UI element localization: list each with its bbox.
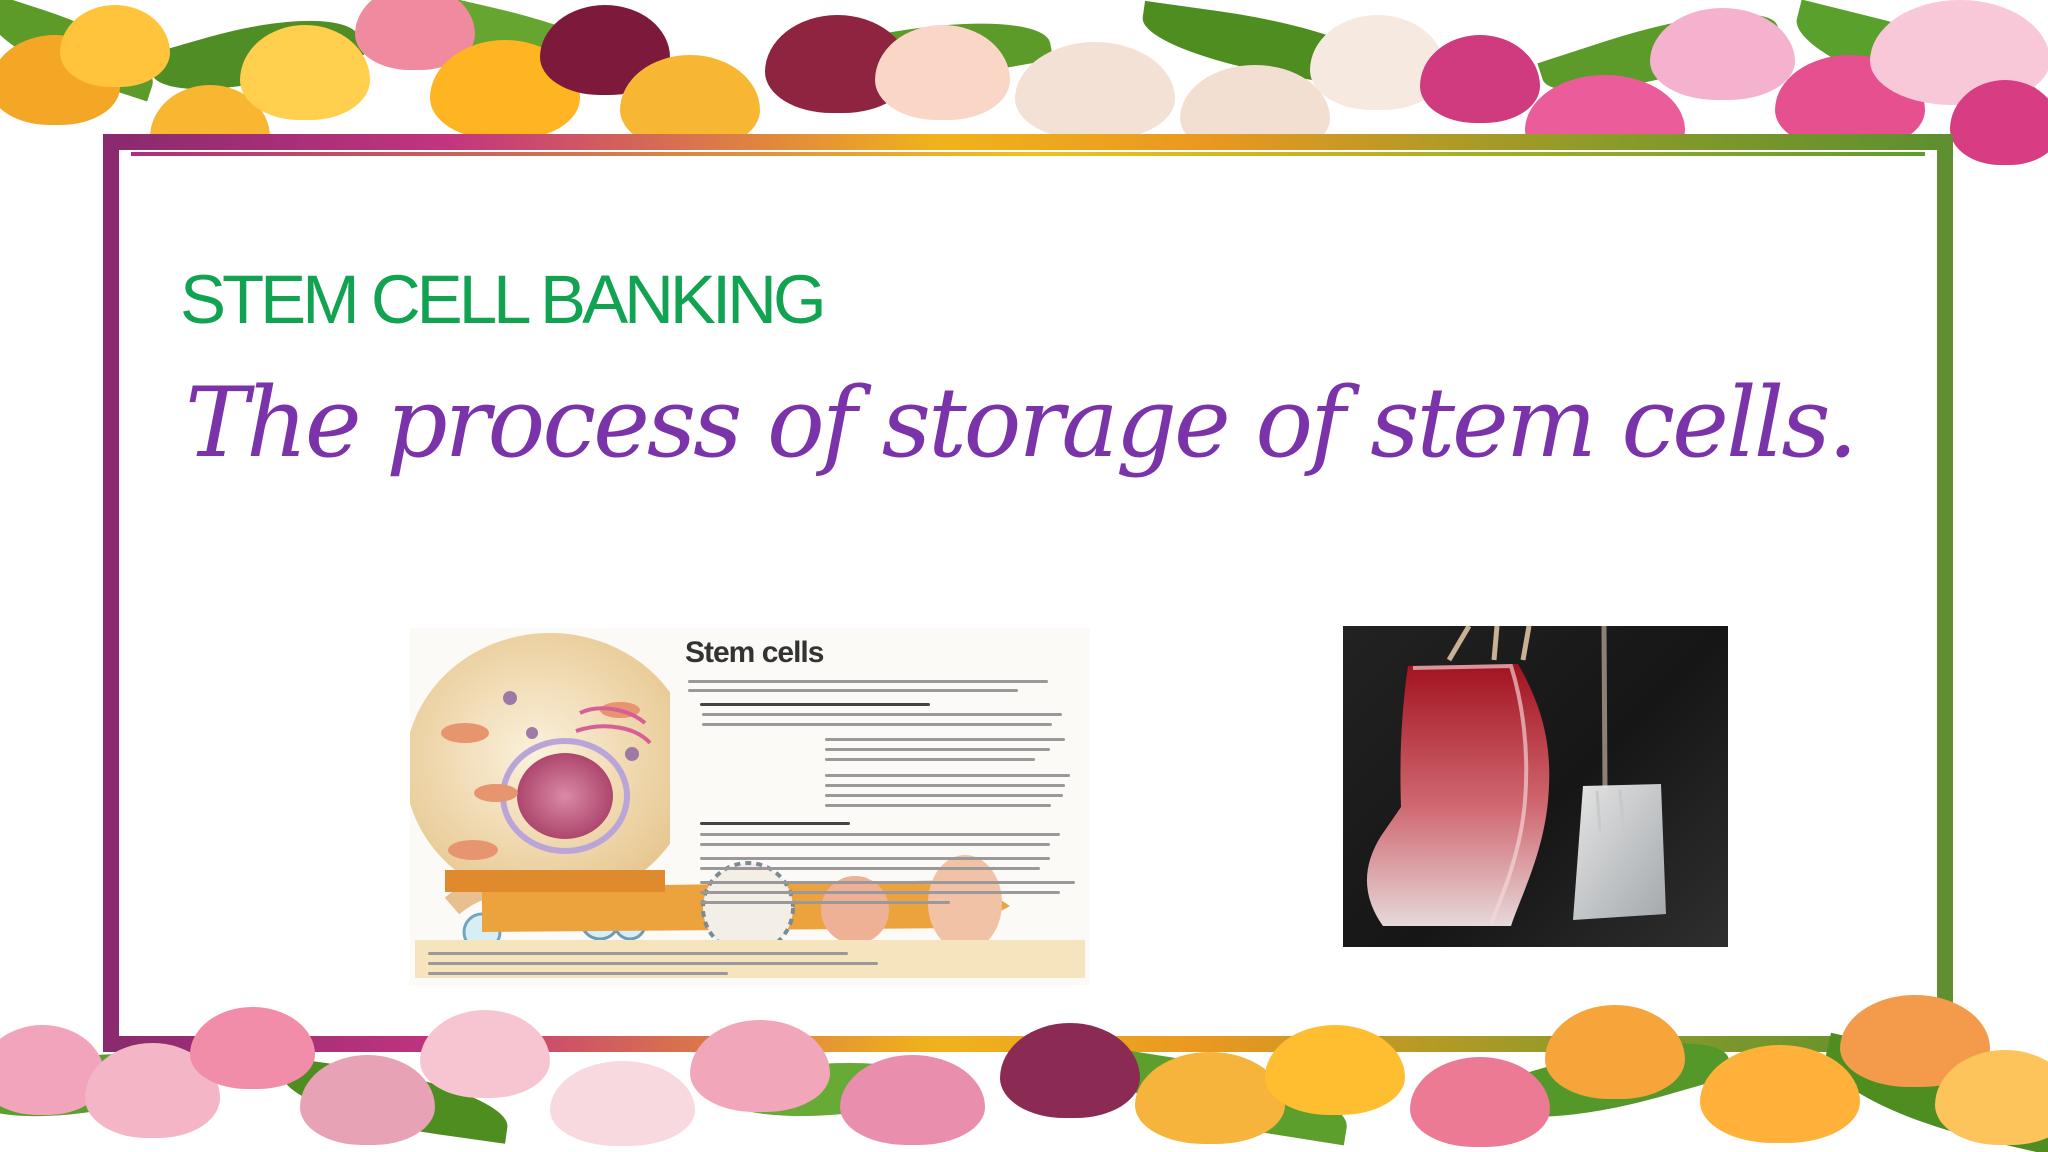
slide-title: STEM CELL BANKING	[180, 261, 827, 338]
stem-cell-diagram-image: Stem cells	[410, 628, 1090, 985]
blood-bag-image	[1343, 626, 1728, 947]
slide-subtitle: The process of storage of stem cells.	[185, 367, 1858, 479]
frame-top-accent	[131, 152, 1925, 156]
bottom-tulip-border	[0, 985, 2048, 1152]
poster-heading: Stem cells	[685, 636, 824, 669]
blood-bag-illustration	[1366, 626, 1666, 926]
